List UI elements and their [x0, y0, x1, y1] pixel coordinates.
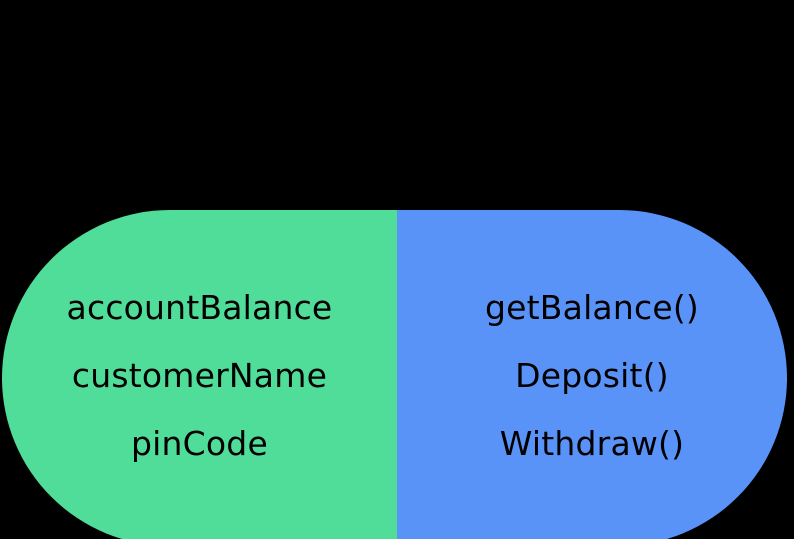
attribute-item: accountBalance: [66, 288, 333, 327]
method-item: Deposit(): [515, 356, 669, 395]
methods-section[interactable]: getBalance() Deposit() Withdraw(): [397, 210, 787, 539]
class-card[interactable]: accountBalance customerName pinCode getB…: [2, 210, 787, 539]
attribute-item: pinCode: [131, 424, 268, 463]
method-item: getBalance(): [485, 288, 699, 327]
attributes-section[interactable]: accountBalance customerName pinCode: [2, 210, 397, 539]
attribute-item: customerName: [71, 356, 328, 395]
method-item: Withdraw(): [499, 424, 685, 463]
